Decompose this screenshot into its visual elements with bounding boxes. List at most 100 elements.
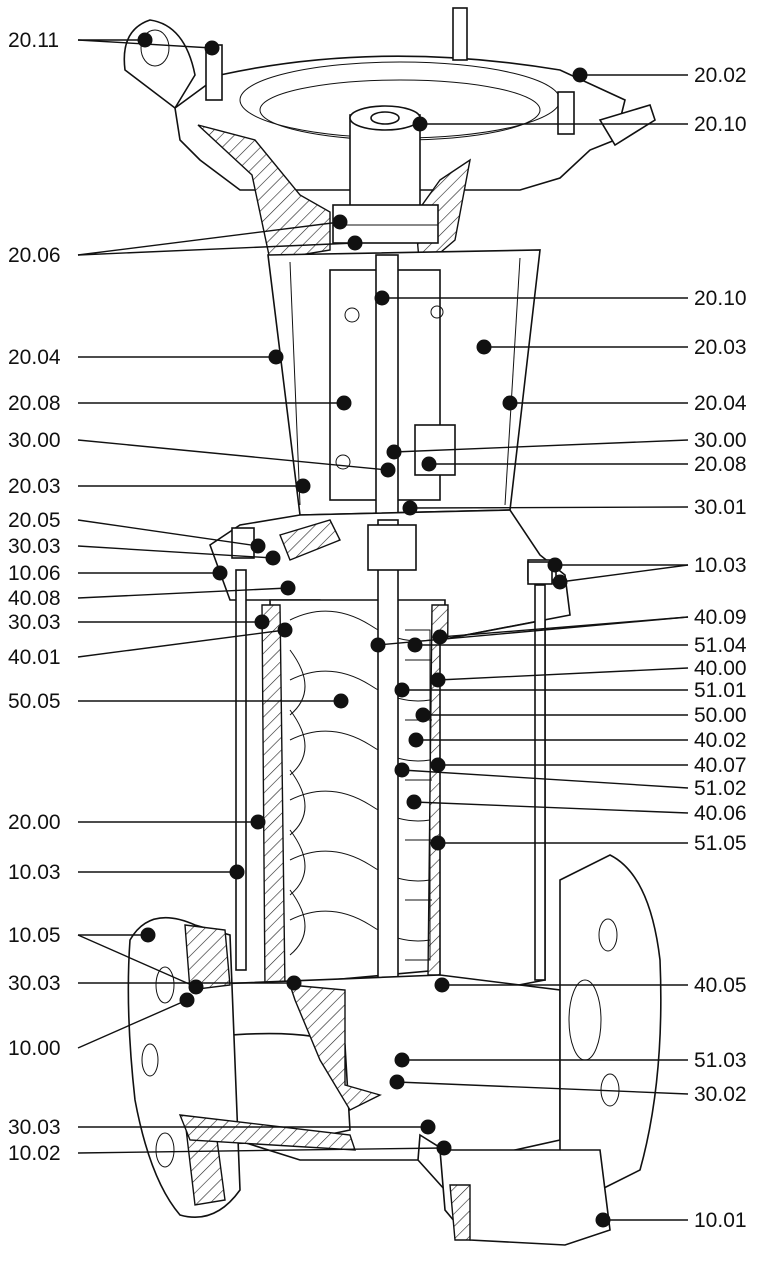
left-label-5: 20.03 bbox=[8, 475, 61, 498]
right-callout-dot-5-0 bbox=[386, 444, 402, 460]
left-leader-0-1 bbox=[77, 39, 213, 49]
left-leader-11-0 bbox=[77, 629, 286, 658]
right-label-4: 20.04 bbox=[694, 392, 747, 415]
right-leader-16-0 bbox=[401, 769, 689, 789]
right-leader-5-0 bbox=[393, 439, 689, 453]
left-leader-9-0 bbox=[77, 587, 289, 599]
left-callout-dot-1-1 bbox=[347, 235, 363, 251]
right-label-11: 40.00 bbox=[694, 657, 747, 680]
right-callout-dot-19-0 bbox=[434, 977, 450, 993]
left-label-6: 20.05 bbox=[8, 509, 61, 532]
left-callout-dot-10-0 bbox=[254, 614, 270, 630]
left-label-2: 20.04 bbox=[8, 346, 61, 369]
left-label-10: 30.03 bbox=[8, 611, 61, 634]
left-label-17: 10.00 bbox=[8, 1037, 61, 1060]
left-label-19: 10.02 bbox=[8, 1142, 61, 1165]
right-callout-dot-7-0 bbox=[402, 500, 418, 516]
right-label-5: 30.00 bbox=[694, 429, 747, 452]
right-callout-dot-20-0 bbox=[394, 1052, 410, 1068]
right-callout-dot-6-0 bbox=[421, 456, 437, 472]
right-callout-dot-8-1 bbox=[547, 557, 563, 573]
right-callout-dot-4-0 bbox=[502, 395, 518, 411]
left-label-14: 10.03 bbox=[8, 861, 61, 884]
right-label-16: 51.02 bbox=[694, 777, 747, 800]
left-label-13: 20.00 bbox=[8, 811, 61, 834]
left-leader-7-0 bbox=[77, 545, 274, 559]
right-label-21: 30.02 bbox=[694, 1083, 747, 1106]
left-label-16: 30.03 bbox=[8, 972, 61, 995]
right-leader-9-1 bbox=[439, 616, 689, 638]
right-leader-7-0 bbox=[409, 506, 689, 509]
right-callout-dot-3-0 bbox=[476, 339, 492, 355]
left-leader-15-1 bbox=[77, 934, 197, 988]
base-casing bbox=[127, 854, 662, 1246]
left-label-18: 30.03 bbox=[8, 1116, 61, 1139]
right-label-18: 51.05 bbox=[694, 832, 747, 855]
right-callout-dot-10-0 bbox=[407, 637, 423, 653]
left-callout-dot-18-0 bbox=[420, 1119, 436, 1135]
left-label-1: 20.06 bbox=[8, 244, 61, 267]
left-callout-dot-3-0 bbox=[336, 395, 352, 411]
left-callout-dot-0-1 bbox=[204, 40, 220, 56]
left-label-4: 30.00 bbox=[8, 429, 61, 452]
right-label-8: 10.03 bbox=[694, 554, 747, 577]
right-callout-dot-16-0 bbox=[394, 762, 410, 778]
left-callout-dot-1-0 bbox=[332, 214, 348, 230]
right-label-7: 30.01 bbox=[694, 496, 747, 519]
right-callout-dot-11-0 bbox=[430, 672, 446, 688]
left-leader-4-0 bbox=[77, 439, 389, 471]
right-callout-dot-9-1 bbox=[432, 629, 448, 645]
right-callout-dot-1-0 bbox=[412, 116, 428, 132]
right-label-17: 40.06 bbox=[694, 802, 747, 825]
right-callout-dot-15-0 bbox=[430, 757, 446, 773]
left-callout-dot-8-0 bbox=[212, 565, 228, 581]
left-callout-dot-11-0 bbox=[277, 622, 293, 638]
right-leader-21-0 bbox=[396, 1081, 689, 1095]
impellers bbox=[289, 519, 432, 1081]
left-label-7: 30.03 bbox=[8, 535, 61, 558]
right-callout-dot-18-0 bbox=[430, 835, 446, 851]
right-leader-8-0 bbox=[559, 564, 689, 583]
right-label-22: 10.01 bbox=[694, 1209, 747, 1232]
left-label-9: 40.08 bbox=[8, 587, 61, 610]
left-label-0: 20.11 bbox=[8, 29, 59, 52]
right-callout-dot-22-0 bbox=[595, 1212, 611, 1228]
left-callout-dot-17-0 bbox=[179, 992, 195, 1008]
right-label-6: 20.08 bbox=[694, 453, 747, 476]
right-label-9: 40.09 bbox=[694, 606, 747, 629]
left-callout-dot-15-0 bbox=[140, 927, 156, 943]
right-callout-dot-14-0 bbox=[408, 732, 424, 748]
left-leader-1-0 bbox=[77, 221, 341, 256]
left-callout-dot-7-0 bbox=[265, 550, 281, 566]
right-callout-dot-17-0 bbox=[406, 794, 422, 810]
left-callout-dot-19-0 bbox=[436, 1140, 452, 1156]
right-label-13: 50.00 bbox=[694, 704, 747, 727]
right-label-14: 40.02 bbox=[694, 729, 747, 752]
left-leader-6-0 bbox=[77, 519, 259, 547]
left-label-11: 40.01 bbox=[8, 646, 61, 669]
right-callout-dot-9-0 bbox=[370, 637, 386, 653]
right-label-3: 20.03 bbox=[694, 336, 747, 359]
right-label-20: 51.03 bbox=[694, 1049, 747, 1072]
left-label-3: 20.08 bbox=[8, 392, 61, 415]
right-callout-dot-8-0 bbox=[552, 574, 568, 590]
right-callout-dot-2-0 bbox=[374, 290, 390, 306]
left-callout-dot-9-0 bbox=[280, 580, 296, 596]
right-leader-11-0 bbox=[437, 667, 689, 681]
left-callout-dot-15-1 bbox=[188, 979, 204, 995]
left-callout-dot-16-0 bbox=[286, 975, 302, 991]
left-leader-17-0 bbox=[77, 999, 188, 1049]
left-label-15: 10.05 bbox=[8, 924, 61, 947]
left-callout-dot-13-0 bbox=[250, 814, 266, 830]
right-leader-17-0 bbox=[413, 801, 689, 814]
left-leader-1-1 bbox=[77, 242, 356, 256]
callout-layer: 20.1120.0620.0420.0830.0020.0320.0530.03… bbox=[8, 29, 747, 1232]
left-leader-19-0 bbox=[77, 1147, 445, 1154]
right-label-10: 51.04 bbox=[694, 634, 747, 657]
left-label-12: 50.05 bbox=[8, 690, 61, 713]
shaft-coupling bbox=[332, 105, 439, 244]
tie-rods bbox=[235, 561, 553, 981]
right-label-2: 20.10 bbox=[694, 287, 747, 310]
